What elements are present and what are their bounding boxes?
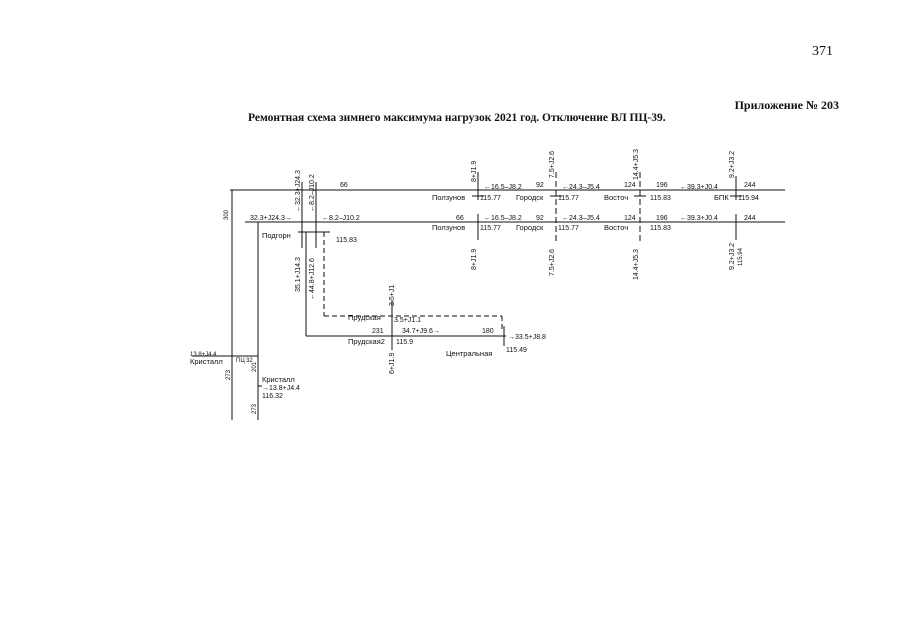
sub-kristall-left: Кристалл (190, 357, 223, 366)
volt-polz-top: 115.77 (480, 195, 501, 202)
line-num-krist-201: 201 (252, 361, 258, 372)
flow-vert-gor-top: 7.5+J2.6 (549, 151, 556, 178)
sub-bpk: БПК (714, 193, 729, 202)
sub-kristall: Кристалл (262, 375, 295, 384)
line-num-top-244: 244 (744, 182, 756, 189)
flow-bot-vost: ←39.3+J0.4 (680, 215, 718, 222)
sub-gorodsk-bottom: Городск (516, 223, 544, 232)
volt-podg: 115.83 (336, 237, 357, 244)
sub-polzunovo-top: Ползунов (432, 193, 465, 202)
volt-tsentr: 115.49 (506, 347, 527, 354)
volt-prud2: 115.9 (396, 339, 413, 346)
volt-polz-bot: 115.77 (480, 225, 501, 232)
page-number: 371 (812, 44, 833, 59)
sub-prudskaya: Прудская (348, 313, 381, 322)
sub-pts: ПЦ (236, 358, 245, 364)
flow-vert-podg-1: ←32.3+J24.3 (295, 170, 302, 212)
volt-vost-top: 115.83 (650, 195, 671, 202)
flow-vert-bpk-bot: 9.2+J3.2 (729, 243, 736, 270)
sub-polzunovo-bottom: Ползунов (432, 223, 465, 232)
line-num-tsentr-180: 180 (482, 328, 494, 335)
volt-bpk-top: 115.94 (738, 195, 759, 202)
flow-vert-bpk-top: 9.2+J3.2 (729, 151, 736, 178)
sub-podgornaya: Подгорн (262, 231, 291, 240)
flow-prud-load: 3.5+J1.1 (394, 317, 421, 324)
line-num-bot-124: 124 (624, 215, 636, 222)
sub-tsentralnaya: Центральная (446, 349, 492, 358)
volt-vost-bot: 115.83 (650, 225, 671, 232)
flow-krist-right: →13.8+J4.4 (262, 385, 300, 392)
line-num-bot-92: 92 (536, 215, 544, 222)
volt-pts: 32 (246, 358, 253, 364)
sub-vostoch-bottom: Восточ (604, 223, 628, 232)
sub-prudskaya2: Прудская2 (348, 337, 385, 346)
line-num-krist-273b: 273 (252, 403, 258, 414)
flow-bot-podg-in: 32.3+J24.3→ (250, 215, 292, 222)
volt-krist: 116.32 (262, 393, 283, 400)
flow-top-gor: ←24.3–J5.4 (562, 184, 600, 191)
flow-bot-podg-out: ←8.2–J10.2 (322, 215, 360, 222)
flow-prud-up: 3.5+J1 (389, 285, 396, 306)
sub-vostoch-top: Восточ (604, 193, 628, 202)
flow-bot-polz: ←16.5–J8.2 (484, 215, 522, 222)
line-num-top-124: 124 (624, 182, 636, 189)
flow-bot-gor: ←24.3–J5.4 (562, 215, 600, 222)
volt-gor-bot: 115.77 (558, 225, 579, 232)
line-num-prud-231: 231 (372, 328, 384, 335)
line-num-top-92: 92 (536, 182, 544, 189)
flow-podg-down-2: ←44.8+J12.6 (309, 258, 316, 300)
flow-podg-down-1: 35.1+J14.3 (295, 257, 302, 292)
line-num-left-300: 300 (224, 209, 230, 220)
flow-top-polz: ←16.5–J8.2 (484, 184, 522, 191)
line-num-top-66: 66 (340, 182, 348, 189)
flow-krist-left: 13.8+J4.4 (190, 352, 217, 358)
line-num-krist-273a: 273 (226, 369, 232, 380)
line-num-bot-66: 66 (456, 215, 464, 222)
volt-gor-top: 115.77 (558, 195, 579, 202)
flow-vert-polz-top: 8+J1.9 (471, 161, 478, 182)
flow-vert-gor-bot: 7.5+J2.6 (549, 249, 556, 276)
flow-vert-podg-2: ←8.2–J10.2 (309, 174, 316, 212)
flow-prud-to-tsentr: 34.7+J9.6→ (402, 328, 440, 335)
flow-top-vost: ←39.3+J0.4 (680, 184, 718, 191)
line-num-top-196: 196 (656, 182, 668, 189)
line-num-bot-196: 196 (656, 215, 668, 222)
volt-bpk-bot: 115.94 (738, 247, 744, 266)
flow-vert-polz-bot: 8+J1.9 (471, 249, 478, 270)
sub-gorodsk-top: Городск (516, 193, 544, 202)
flow-tsentr-out: →33.5+J8.8 (508, 334, 546, 341)
line-num-bot-244: 244 (744, 215, 756, 222)
appendix-label: Приложение № 203 (734, 98, 839, 112)
diagram-title: Ремонтная схема зимнего максимума нагруз… (248, 112, 666, 124)
flow-vert-vost-top: 14.4+J5.3 (633, 149, 640, 180)
flow-vert-vost-bot: 14.4+J5.3 (633, 249, 640, 280)
flow-prud2-down: 6+J1.9 (389, 353, 396, 374)
